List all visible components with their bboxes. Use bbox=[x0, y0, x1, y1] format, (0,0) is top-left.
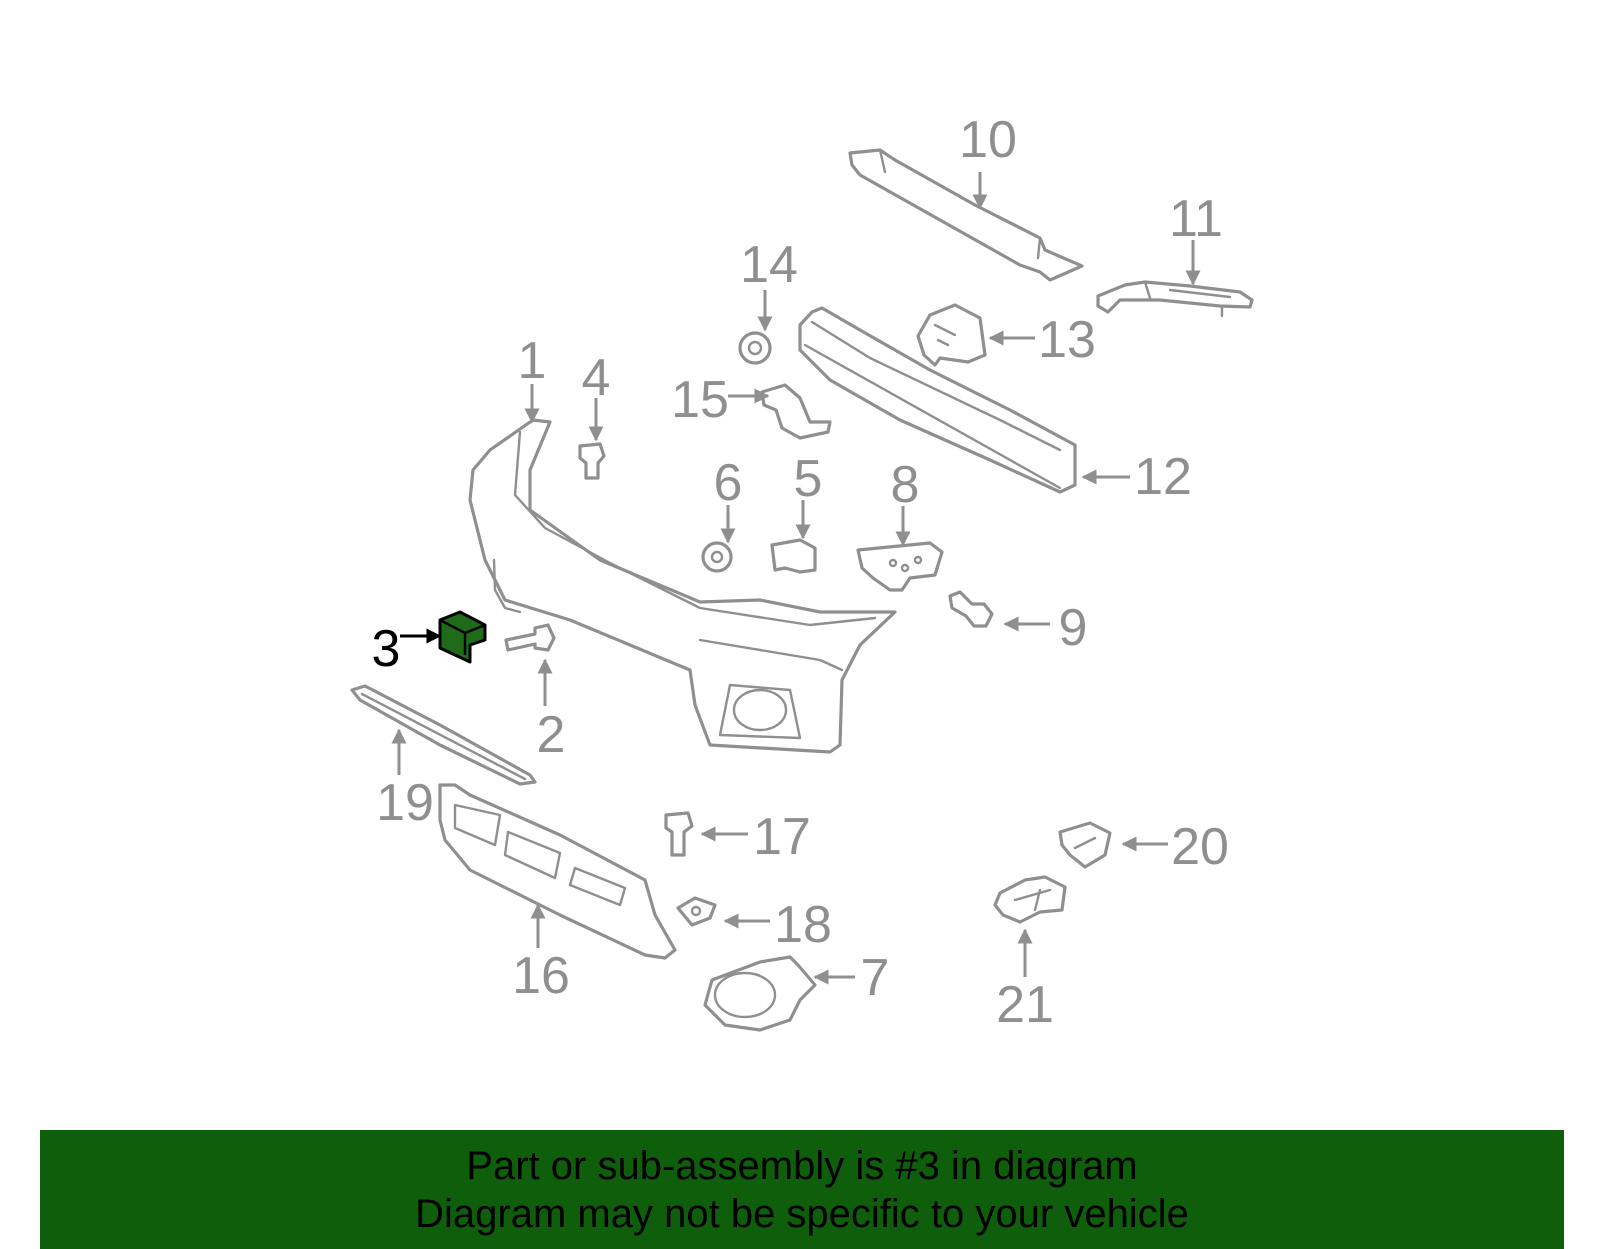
part-10-reinforcement bbox=[848, 148, 1084, 282]
part-16-lower-grille bbox=[438, 783, 677, 960]
part-15-bracket bbox=[760, 383, 832, 440]
part-19-molding bbox=[350, 684, 537, 786]
callout-9: 9 bbox=[1059, 599, 1088, 657]
banner-line-part: Part or sub-assembly is #3 in diagram bbox=[466, 1144, 1138, 1188]
callout-6: 6 bbox=[714, 454, 743, 512]
callout-17: 17 bbox=[753, 808, 811, 866]
part-17-bolt bbox=[664, 811, 694, 857]
part-2-bolt bbox=[504, 623, 556, 652]
part-8-bracket bbox=[856, 541, 944, 592]
part-14-nut bbox=[738, 331, 772, 365]
banner-line-disclaimer: Diagram may not be specific to your vehi… bbox=[415, 1192, 1189, 1236]
part-4-bolt bbox=[578, 442, 606, 480]
part-1-bumper-cover bbox=[468, 418, 897, 754]
callout-11: 11 bbox=[1169, 190, 1223, 248]
part-6-grommet bbox=[701, 541, 733, 573]
callout-16: 16 bbox=[512, 947, 570, 1005]
callout-10: 10 bbox=[959, 111, 1017, 169]
info-banner: Part or sub-assembly is #3 in diagram Di… bbox=[40, 1130, 1564, 1249]
part-3-highlighted[interactable] bbox=[438, 610, 487, 664]
callout-14: 14 bbox=[740, 236, 798, 294]
part-20-bracket bbox=[1058, 821, 1112, 869]
callout-3[interactable]: 3 bbox=[372, 620, 401, 678]
callout-4: 4 bbox=[582, 349, 611, 407]
callout-7: 7 bbox=[861, 949, 890, 1007]
part-21-bracket bbox=[993, 875, 1067, 924]
callout-1: 1 bbox=[518, 332, 547, 390]
part-12-absorber bbox=[798, 306, 1077, 494]
part-11-bracket bbox=[1096, 280, 1254, 318]
callout-15: 15 bbox=[671, 371, 729, 429]
callout-18: 18 bbox=[774, 896, 832, 954]
callout-labels: 1 2 3 4 5 6 7 8 9 10 11 12 13 14 15 16 1… bbox=[372, 111, 1229, 1034]
part-13-bracket bbox=[916, 303, 987, 367]
callout-5: 5 bbox=[794, 450, 823, 508]
callout-13: 13 bbox=[1038, 311, 1096, 369]
callout-8: 8 bbox=[891, 456, 920, 514]
part-5-retainer bbox=[770, 538, 817, 574]
part-7-fog-lamp bbox=[703, 955, 817, 1032]
callout-21: 21 bbox=[996, 976, 1054, 1034]
callout-2: 2 bbox=[537, 706, 566, 764]
part-9-bolt bbox=[948, 590, 994, 628]
callout-19: 19 bbox=[376, 774, 434, 832]
callout-12: 12 bbox=[1134, 448, 1192, 506]
callout-20: 20 bbox=[1171, 818, 1229, 876]
leader-lines bbox=[391, 172, 1201, 985]
part-18-clip bbox=[676, 896, 717, 927]
